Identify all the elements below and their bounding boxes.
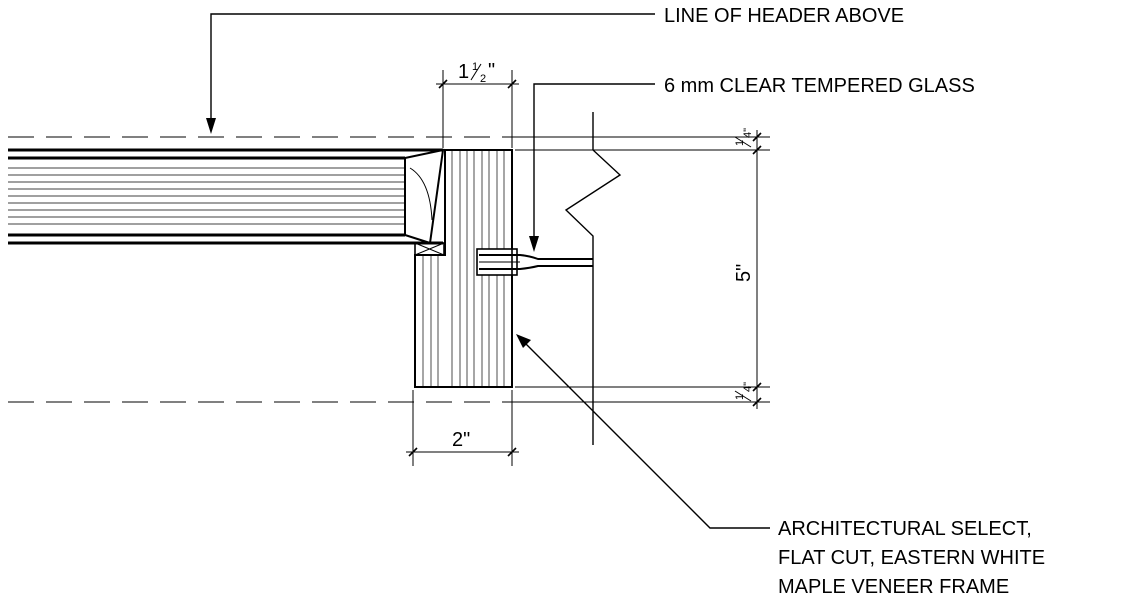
dimension-offset-top-num: 1 (734, 140, 746, 146)
frame-callout-leader (516, 334, 770, 529)
dimension-top-width (436, 70, 519, 148)
door-panel-section (8, 148, 445, 256)
header-callout-leader (206, 13, 655, 134)
dimension-bottom-width-label: 2" (452, 429, 470, 451)
glass-pane (479, 254, 593, 270)
frame-callout-line-1: ARCHITECTURAL SELECT, (778, 518, 1032, 540)
dimension-top-width-den: 2 (480, 73, 486, 85)
svg-text:": " (488, 60, 495, 82)
dimension-height-label: 5" (733, 264, 755, 282)
glass-callout-label: 6 mm CLEAR TEMPERED GLASS (664, 75, 975, 97)
frame-callout-line-3: MAPLE VENEER FRAME (778, 576, 1009, 598)
dimension-top-width-num: 1 (472, 61, 478, 73)
dimension-offset-top-den: 4" (742, 128, 754, 138)
header-dashed-lines (8, 136, 755, 403)
break-line (564, 112, 622, 445)
dimension-right-vertical (515, 130, 770, 409)
frame-callout-line-2: FLAT CUT, EASTERN WHITE (778, 547, 1045, 569)
dimension-offset-bottom-den: 4" (742, 382, 754, 392)
dimension-offset-bottom-num: 1 (734, 394, 746, 400)
glass-callout-leader (529, 83, 655, 252)
dimension-bottom-width (406, 390, 519, 466)
panel-core-hatch (8, 167, 405, 225)
header-callout-label: LINE OF HEADER ABOVE (664, 5, 904, 27)
dimension-top-width-whole: 1 (458, 61, 469, 83)
